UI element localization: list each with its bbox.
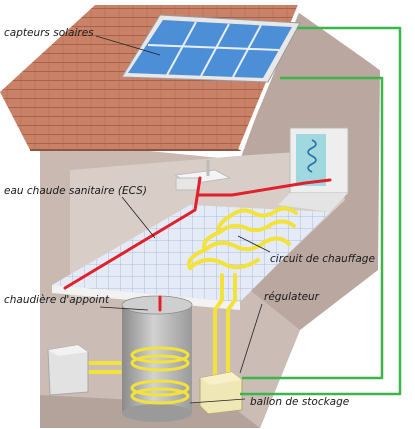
leader-lines bbox=[95, 35, 271, 404]
hot-water-pipes bbox=[63, 176, 332, 312]
labels: capteurs solaires eau chaude sanitaire (… bbox=[4, 27, 375, 408]
label-regulator: régulateur bbox=[264, 291, 320, 303]
solar-loop-pipes bbox=[240, 26, 402, 396]
storage-tank bbox=[121, 295, 193, 422]
solar-panel-cells bbox=[128, 20, 292, 78]
label-storage-tank: ballon de stockage bbox=[250, 396, 349, 408]
label-backup-boiler: chaudière d'appoint bbox=[4, 294, 110, 306]
heating-circuit-pipes bbox=[86, 206, 298, 382]
label-domestic-hot-water: eau chaude sanitaire (ECS) bbox=[4, 185, 147, 197]
label-heating-circuit: circuit de chauffage bbox=[270, 253, 375, 265]
regulator-box bbox=[199, 371, 243, 415]
solar-panel-grid bbox=[147, 21, 280, 78]
solar-panel bbox=[121, 14, 301, 83]
backup-boiler bbox=[47, 344, 89, 396]
label-solar-collectors: capteurs solaires bbox=[4, 27, 94, 39]
roof-gable-edge bbox=[238, 1, 387, 151]
sink bbox=[173, 160, 232, 191]
